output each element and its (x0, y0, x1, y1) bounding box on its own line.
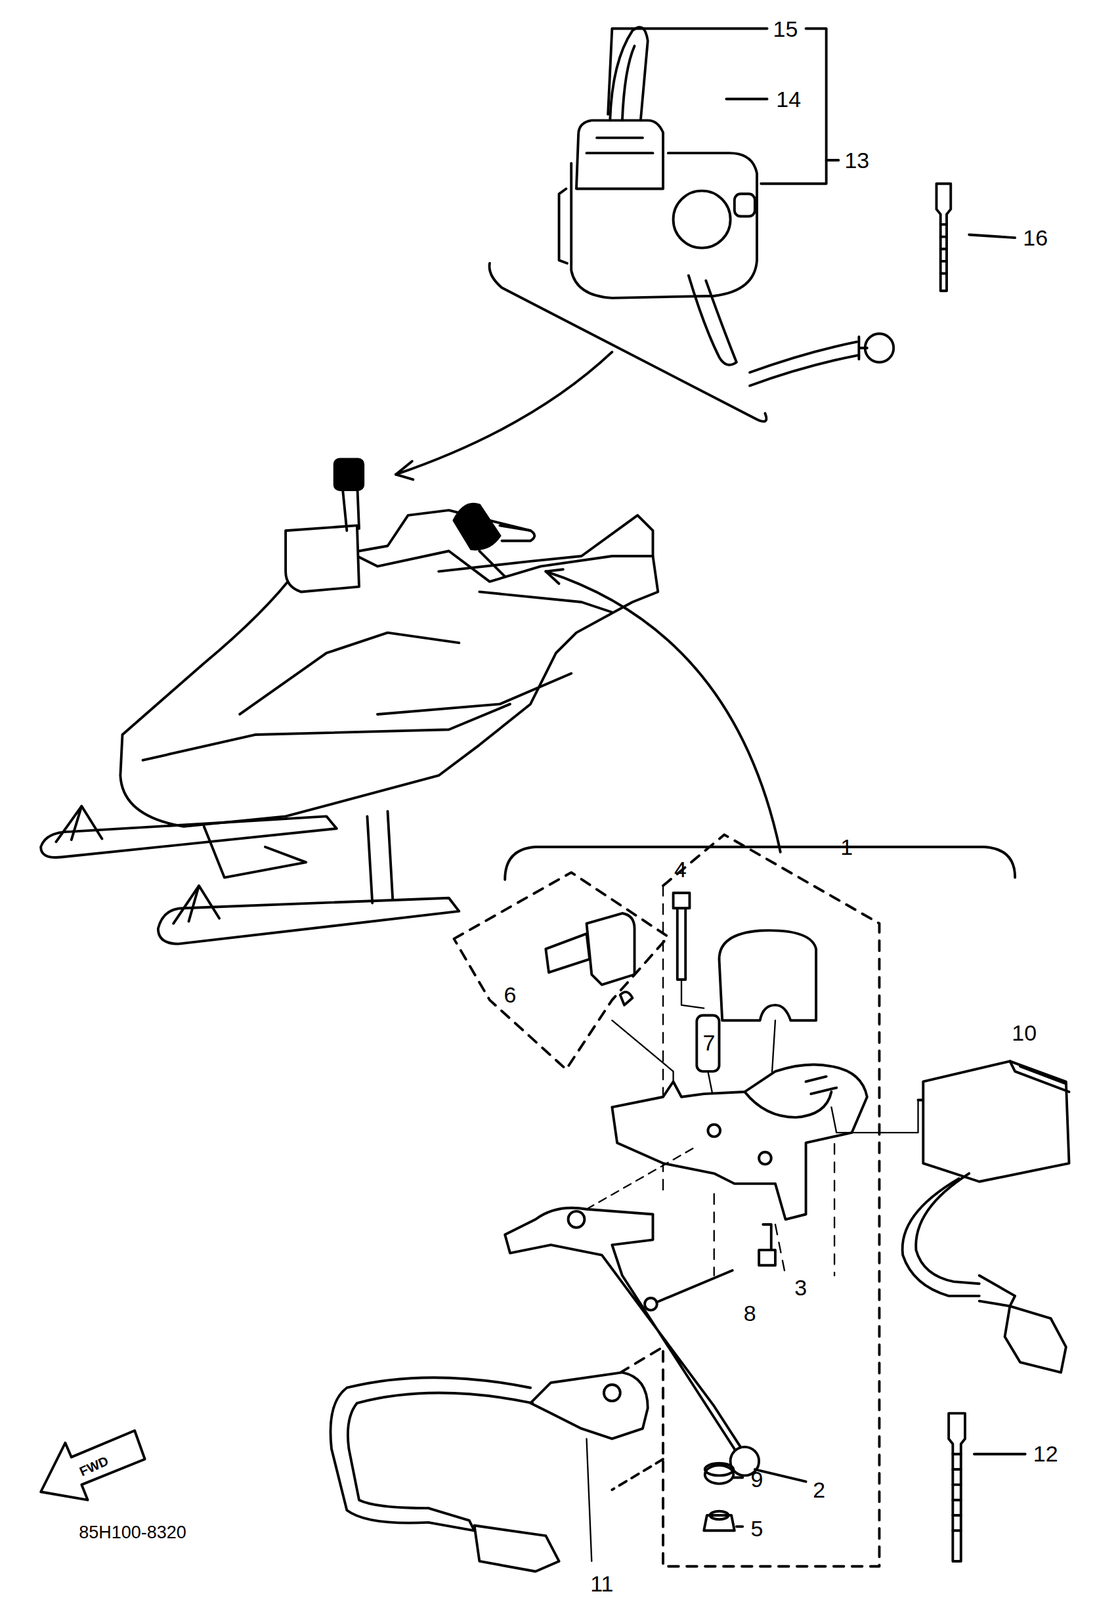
callout-number: 8 (743, 1301, 757, 1325)
callout-number: 14 (775, 87, 801, 111)
callout-number: 4 (674, 858, 687, 881)
callout-number: 2 (812, 1478, 826, 1501)
callout-number: 13 (844, 149, 870, 172)
callout-number: 7 (703, 1031, 716, 1054)
callout-number: 15 (773, 17, 799, 41)
callout-number: 16 (1022, 226, 1048, 249)
callout-number: 6 (503, 983, 516, 1006)
callout-number: 12 (1033, 1442, 1059, 1465)
diagram-code: 85H100-8320 (78, 1523, 187, 1542)
callout-number: 9 (751, 1467, 764, 1491)
callout-number: 5 (751, 1517, 764, 1540)
callout-number: 10 (1011, 1021, 1037, 1044)
callout-number: 3 (794, 1276, 807, 1299)
callout-number: 11 (590, 1572, 614, 1595)
callout-number: 1 (840, 835, 853, 859)
